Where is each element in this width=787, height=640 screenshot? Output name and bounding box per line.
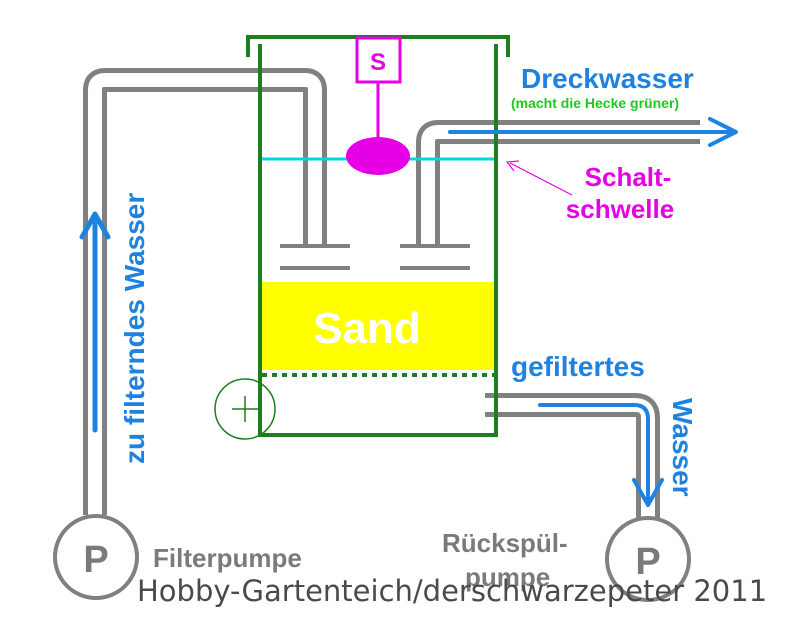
dirty-water-arrow	[448, 117, 738, 147]
sand-label: Sand	[313, 304, 421, 353]
switch-threshold-label-line2: schwelle	[566, 194, 674, 224]
backwash-pump-symbol: P	[635, 541, 660, 583]
level-sensor: S	[346, 36, 410, 175]
water-to-filter-label: zu filterndes Wasser	[119, 193, 150, 464]
dirty-water-label: Dreckwasser	[521, 63, 694, 94]
filter-pump-label: Filterpumpe	[153, 543, 302, 573]
dirty-water-note: (macht die Hecke grüner)	[511, 95, 679, 111]
backwash-pump-label-line2: pumpe	[465, 562, 550, 592]
filter-pump: P	[53, 514, 139, 600]
backwash-pump: P	[605, 516, 691, 602]
sand-bed	[262, 282, 495, 370]
inlet-diffuser	[280, 244, 350, 270]
sensor-label: S	[370, 49, 386, 76]
backwash-pump-label-line1: Rückspül-	[442, 528, 568, 558]
switch-threshold-label-line1: Schalt-	[585, 162, 672, 192]
crosshair-circle-icon	[214, 378, 276, 440]
outlet-diffuser	[400, 244, 470, 270]
sensor-float	[346, 137, 410, 175]
inflow-arrow	[79, 211, 111, 433]
filtered-water-arrow	[538, 403, 664, 507]
inlet-pipe	[83, 68, 327, 515]
threshold-pointer-arrow	[505, 160, 573, 196]
filtered-water-outlet-pipe	[485, 393, 660, 520]
filter-pump-symbol: P	[83, 539, 108, 581]
credit-watermark: Hobby-Gartenteich/derschwarzepeter 2011	[137, 574, 767, 608]
filtered-water-label-line2: Wasser	[667, 398, 698, 497]
dirty-water-outlet-pipe	[416, 120, 700, 245]
filtered-water-label-line1: gefiltertes	[511, 351, 645, 382]
